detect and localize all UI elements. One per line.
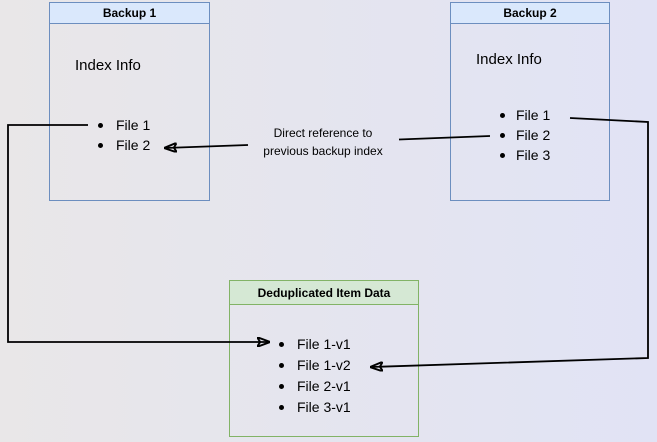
dedup-title: Deduplicated Item Data — [257, 285, 391, 300]
backup2-index-info-label: Index Info — [476, 51, 542, 68]
direct-reference-edge-label: Direct reference to previous backup inde… — [263, 126, 383, 158]
dedup-file-item: File 1-v1 — [277, 334, 351, 355]
dedup-file-item: File 3-v1 — [277, 397, 351, 418]
backup2-node: Backup 2 — [450, 2, 610, 201]
backup1-title: Backup 1 — [102, 6, 157, 20]
backup2-file-item: File 1 — [498, 105, 550, 125]
backup1-header: Backup 1 — [50, 3, 209, 24]
dedup-header: Deduplicated Item Data — [230, 281, 418, 305]
backup2-file-list: File 1 File 2 File 3 — [498, 105, 550, 165]
backup1-node: Backup 1 — [49, 2, 210, 201]
backup2-title: Backup 2 — [503, 6, 557, 20]
dedup-file-item: File 2-v1 — [277, 376, 351, 397]
backup2-file-item: File 3 — [498, 145, 550, 165]
dedup-file-list: File 1-v1 File 1-v2 File 2-v1 File 3-v1 — [277, 334, 351, 418]
backup2-header: Backup 2 — [451, 3, 609, 24]
backup2-file-item: File 2 — [498, 125, 550, 145]
backup1-file-item: File 2 — [96, 135, 150, 155]
dedup-file-item: File 1-v2 — [277, 355, 351, 376]
backup1-file-list: File 1 File 2 — [96, 115, 150, 155]
backup1-file-item: File 1 — [96, 115, 150, 135]
backup1-index-info-label: Index Info — [75, 57, 141, 74]
